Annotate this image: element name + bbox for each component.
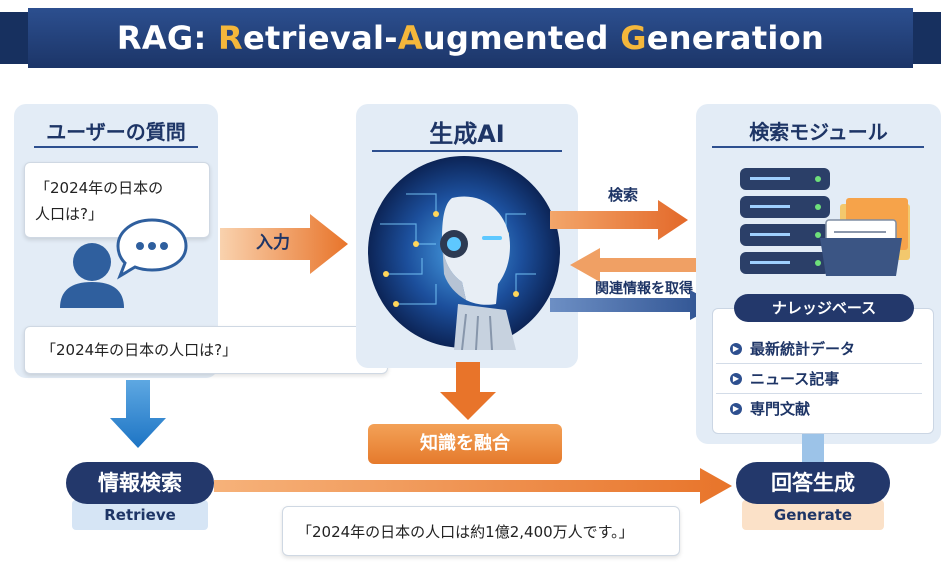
search-panel-title: 検索モジュール bbox=[749, 120, 888, 144]
retrieve-pill: 情報検索 bbox=[66, 462, 214, 504]
fuse-label: 知識を融合 bbox=[420, 433, 510, 454]
retrieve-en-box bbox=[72, 500, 208, 530]
page-title: RAG: Retrieval-Augmented Generation bbox=[116, 19, 825, 57]
fuse-knowledge-pill: 知識を融合 bbox=[368, 424, 562, 464]
user-panel-rule bbox=[34, 146, 198, 148]
generate-en-label: Generate bbox=[773, 506, 853, 524]
retrieve-to-generate-arrow bbox=[214, 468, 732, 504]
kb-connector bbox=[802, 434, 824, 464]
user-avatar-icon bbox=[60, 243, 124, 308]
search-panel-rule bbox=[712, 146, 924, 148]
database-server-icon bbox=[740, 168, 910, 276]
ai-panel-rule bbox=[372, 150, 562, 152]
retrieve-jp-label: 情報検索 bbox=[98, 471, 182, 495]
fetch-arrow bbox=[570, 248, 708, 282]
list-item: ▶ 最新統計データ bbox=[716, 334, 922, 364]
bullet-icon: ▶ bbox=[730, 342, 742, 355]
generate-pill: 回答生成 bbox=[736, 462, 890, 504]
retrieve-down-arrow bbox=[110, 380, 166, 448]
answer-bubble: 「2024年の日本の人口は約1億2,400万人です。」 bbox=[282, 506, 680, 556]
title-banner bbox=[0, 8, 941, 68]
retrieve-en-label: Retrieve bbox=[104, 506, 176, 524]
fuse-down-arrow bbox=[440, 362, 496, 420]
search-arrow bbox=[550, 200, 688, 240]
to-kb-arrow bbox=[550, 290, 718, 320]
input-label: 入力 bbox=[256, 233, 290, 253]
ai-panel-title: 生成AI bbox=[429, 120, 505, 148]
chat-bubble-icon bbox=[116, 218, 188, 280]
bullet-icon: ▶ bbox=[730, 372, 742, 385]
user-panel-title: ユーザーの質問 bbox=[46, 120, 186, 144]
knowledge-base-title: ナレッジベース bbox=[734, 294, 914, 322]
search-label: 検索 bbox=[607, 186, 638, 204]
kb-item-label: 最新統計データ bbox=[750, 339, 856, 358]
knowledge-base-list: ▶ 最新統計データ ▶ ニュース記事 ▶ 専門文献 bbox=[716, 334, 922, 424]
kb-item-label: ニュース記事 bbox=[750, 369, 840, 388]
list-item: ▶ 専門文献 bbox=[716, 394, 922, 424]
question-line-2: 人口は?」 bbox=[35, 205, 103, 223]
input-arrow bbox=[220, 214, 348, 274]
fetch-label: 関連情報を取得 bbox=[595, 281, 693, 297]
ai-robot-icon bbox=[368, 156, 560, 350]
knowledge-base-card bbox=[712, 308, 934, 434]
bullet-icon: ▶ bbox=[730, 403, 742, 415]
question-full-text: 「2024年の日本の人口は?」 bbox=[41, 341, 238, 359]
kb-item-label: 専門文献 bbox=[750, 400, 811, 418]
generate-en-box bbox=[742, 500, 884, 530]
question-line-1: 「2024年の日本の bbox=[35, 179, 164, 197]
list-item: ▶ ニュース記事 bbox=[716, 364, 922, 394]
question-full-bubble: 「2024年の日本の人口は?」 bbox=[24, 326, 388, 374]
generate-jp-label: 回答生成 bbox=[771, 471, 855, 495]
answer-text: 「2024年の日本の人口は約1億2,400万人です。」 bbox=[297, 523, 634, 541]
question-bubble: 「2024年の日本の 人口は?」 bbox=[24, 162, 210, 238]
